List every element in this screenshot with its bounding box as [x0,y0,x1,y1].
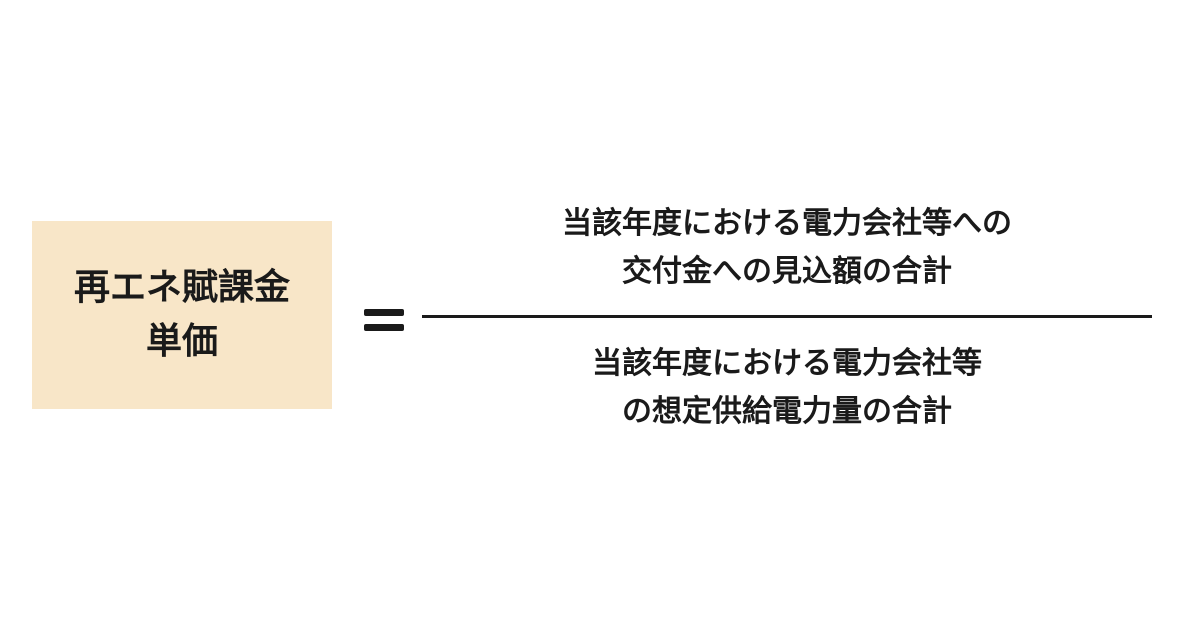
denominator-line-1: 当該年度における電力会社等 [592,346,982,381]
equals-bar-bottom [364,324,404,331]
numerator-line-2: 交付金への見込額の合計 [622,254,952,289]
lhs-term-box: 再エネ賦課金 単価 [32,221,332,409]
equals-sign [364,306,404,334]
fraction-bar [422,315,1152,318]
lhs-term-line-2: 単価 [145,321,218,362]
equals-bar-top [364,309,404,316]
fraction-denominator: 当該年度における電力会社等 の想定供給電力量の合計 [422,340,1152,436]
numerator-line-1: 当該年度における電力会社等への [562,206,1012,241]
lhs-term-line-1: 再エネ賦課金 [73,267,290,308]
denominator-line-2: の想定供給電力量の合計 [622,394,952,429]
fraction-numerator: 当該年度における電力会社等への 交付金への見込額の合計 [422,200,1152,296]
